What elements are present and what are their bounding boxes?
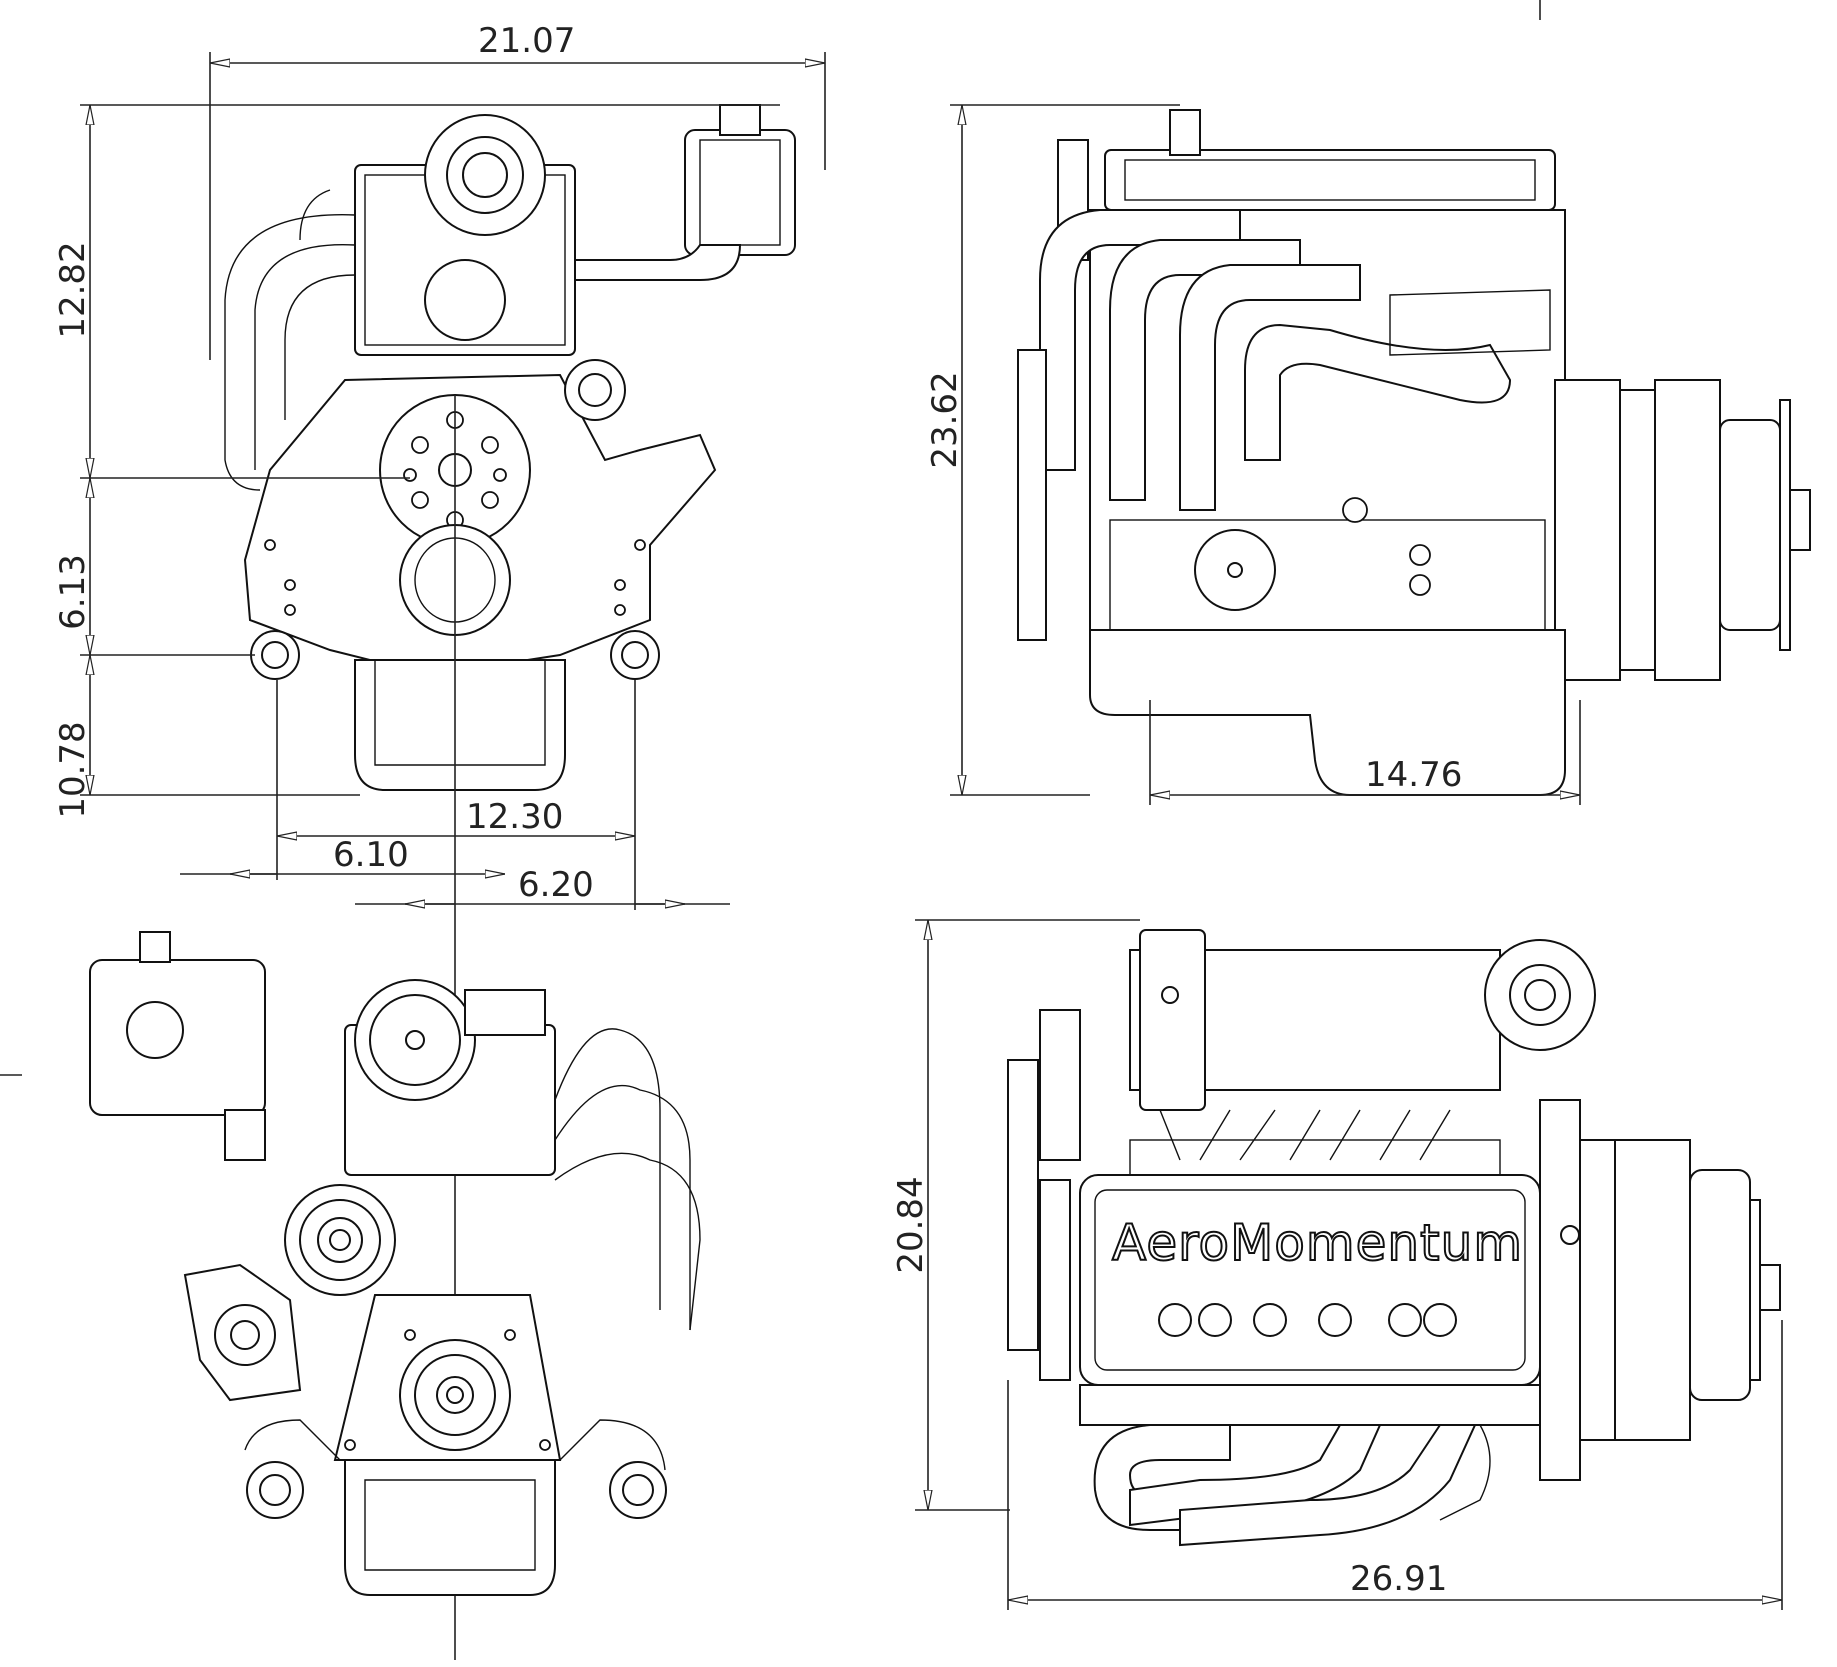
- oil-pan-length-dimension: 14.76: [1365, 755, 1462, 795]
- mount-right-offset-dimension: 6.20: [518, 865, 594, 905]
- side-height-dimension: 23.62: [925, 371, 965, 468]
- front-view-dimensions: 21.07 12.82 6.13 10.78 12.30 6.10 6.20: [53, 21, 826, 1660]
- front-width-dimension: 21.07: [478, 21, 575, 61]
- mount-left-offset-dimension: 6.10: [333, 835, 409, 875]
- aeromomentum-logo: AeroMomentum: [1112, 1214, 1523, 1272]
- top-view: AeroMomentum: [1007, 929, 1781, 1547]
- top-height-dimension: 20.84: [891, 1176, 931, 1273]
- side-view: [1017, 109, 1811, 796]
- front-view: [224, 104, 796, 791]
- sheet-ticks: [0, 0, 1541, 1076]
- rear-view: [89, 931, 701, 1596]
- top-view-dimensions: 20.84 26.91: [891, 919, 1783, 1610]
- side-view-dimensions: 23.62 14.76: [925, 104, 1581, 805]
- top-length-dimension: 26.91: [1350, 1559, 1447, 1599]
- front-middle-height-dimension: 6.13: [53, 554, 93, 630]
- front-upper-height-dimension: 12.82: [53, 241, 93, 338]
- mount-span-dimension: 12.30: [466, 797, 563, 837]
- front-lower-height-dimension: 10.78: [53, 721, 93, 818]
